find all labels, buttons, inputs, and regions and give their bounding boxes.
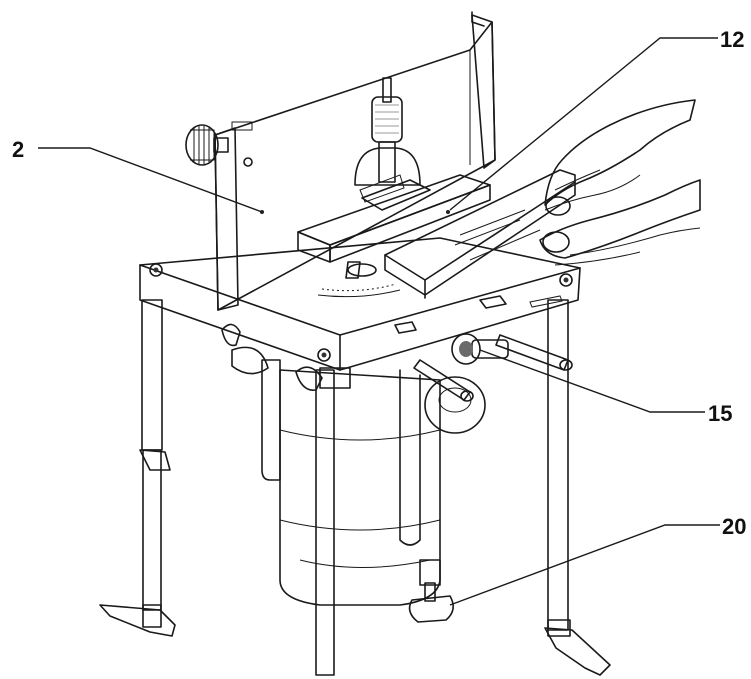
leader-2 [38,147,263,213]
fence-knob-left [185,124,229,166]
table-knobs [221,323,351,391]
side-rods [413,334,573,402]
leader-12 [449,37,718,211]
callout-label-20: 20 [722,514,746,539]
fence-plate [214,11,496,311]
callout-label-12: 12 [720,27,744,52]
table-top [139,237,581,371]
workpiece [384,169,576,299]
leader-15 [479,349,705,413]
callout-leaders [38,37,720,606]
operator-hand [539,99,701,266]
back-left-leg [99,299,176,637]
leader-20 [449,524,720,606]
fence-clamp-knob [451,333,509,365]
callout-labels: 2 12 15 20 [12,27,746,539]
back-right-leg [544,299,611,676]
height-adjust-lever [408,559,454,623]
router-bit [345,261,377,279]
router-motor [261,359,486,606]
front-left-leg [315,369,335,676]
feather-board-adjuster [354,77,421,186]
callout-label-15: 15 [708,401,732,426]
pressure-shoe [260,174,491,263]
callout-label-2: 2 [12,137,24,162]
